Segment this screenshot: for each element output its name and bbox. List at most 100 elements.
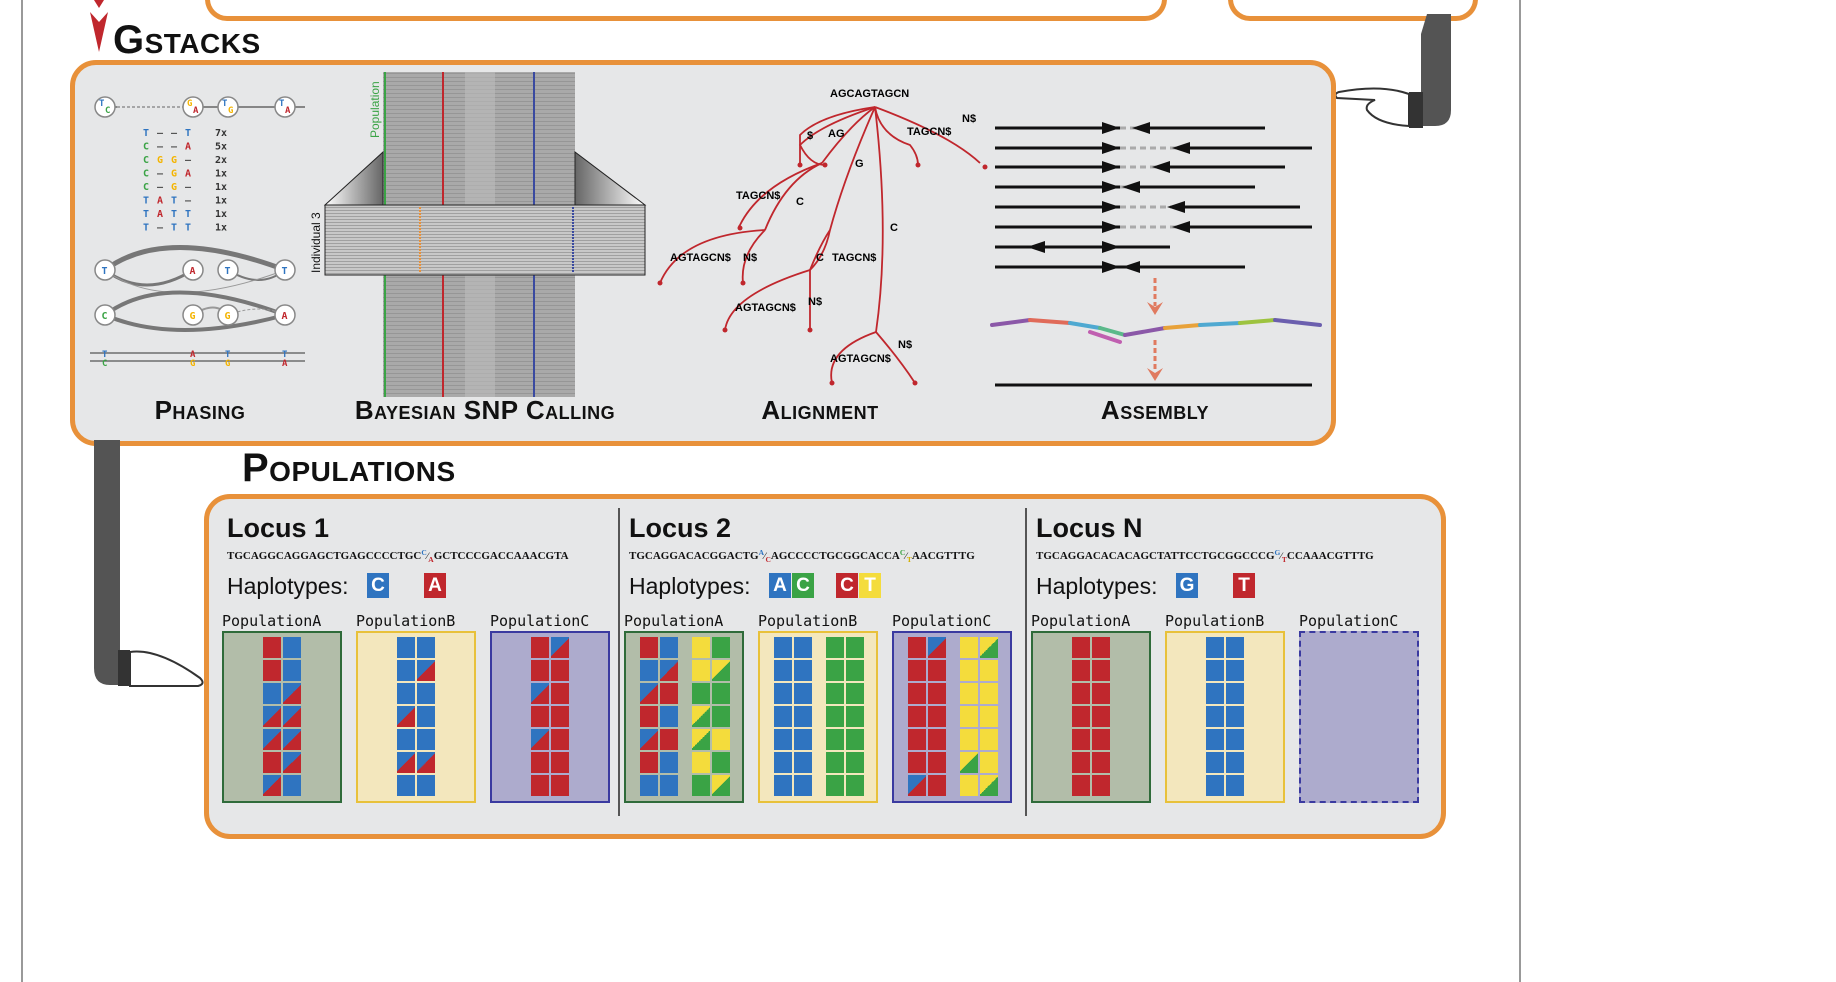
allele-cell [283,752,301,773]
allele-cell [960,752,978,773]
allele-cell [263,752,281,773]
allele-cell [980,637,998,658]
svg-text:G: G [190,359,195,369]
phasing-node [274,259,296,281]
allele-cell [794,775,812,796]
phasing-node-allele: G [190,311,196,322]
haplotype-allele: G [171,182,177,193]
svg-text:A: A [282,359,288,369]
allele-cell [1206,775,1224,796]
gstacks-title: Gstacks [113,18,261,62]
snp-calling-label: Bayesian SNP Calling [354,395,616,425]
alignment-label: Alignment [761,395,879,425]
allele-cell [1226,660,1244,681]
allele-cell [928,729,946,750]
allele-cell [1206,683,1224,704]
allele-cell [1072,706,1090,727]
haplotypes-label: Haplotypes: [1036,573,1158,599]
allele-cell [980,775,998,796]
locus-title: Locus N [1036,513,1143,543]
allele-cell [960,637,978,658]
phasing-node-allele: A [190,266,196,277]
haplotype-allele: C [143,142,149,153]
allele-cell [397,729,415,750]
haplotype-allele: A [185,142,191,153]
svg-text:T: T [222,99,228,109]
allele-cell [774,729,792,750]
haplotype-count: 2x [215,155,227,166]
allele-cell [846,775,864,796]
haplotype-count: 7x [215,128,227,139]
population-box [490,631,610,803]
phasing-node [182,304,204,326]
locus-divider [618,508,620,816]
allele-cell [846,706,864,727]
haplotype-allele: T [143,196,149,207]
haplotype-allele: T [185,209,191,220]
allele-cell [774,660,792,681]
allele-cell [660,775,678,796]
population-label: PopulationA [1031,612,1131,630]
pointing-hand-right-connector [1334,14,1451,128]
allele-cell [660,683,678,704]
snp-site: C⁄T [899,548,912,564]
allele-cell [1072,683,1090,704]
allele-cell [774,683,792,704]
allele-cell [263,660,281,681]
allele-cell [531,775,549,796]
populations-title: Populations [242,446,456,490]
top-frame-left [205,0,1167,21]
allele-cell [263,706,281,727]
allele-cell [660,637,678,658]
allele-cell [283,637,301,658]
allele-cell [551,729,569,750]
allele-cell [712,775,730,796]
allele-cell [283,706,301,727]
allele-cell [794,660,812,681]
allele-cell [826,775,844,796]
allele-cell [692,660,710,681]
allele-cell [531,660,549,681]
allele-cell [712,660,730,681]
allele-cell [826,683,844,704]
svg-text:T: T [279,99,285,109]
haplotype-count: 1x [215,196,227,207]
svg-text:N$: N$ [743,252,757,264]
allele-cell [417,683,435,704]
allele-cell [417,706,435,727]
haplotype-count: 1x [215,223,227,234]
haplotype-allele: – [157,128,164,139]
locus-title: Locus 2 [629,513,732,543]
phasing-node [94,259,116,281]
outer-right-line [1519,0,1521,982]
allele-cell [1072,775,1090,796]
snp-site: A⁄C [758,548,771,564]
allele-cell [712,752,730,773]
allele-cell [846,729,864,750]
svg-text:AGTAGCN$: AGTAGCN$ [670,252,731,264]
alignment-root: AGCAGTAGCN [830,88,909,100]
population-label: PopulationC [490,612,590,630]
haplotype-allele: G [171,169,177,180]
allele-cell [826,752,844,773]
phasing-node-allele: T [102,266,108,277]
allele-cell [1226,706,1244,727]
allele-cell [980,660,998,681]
haplotype-box: A [424,573,446,598]
allele-cell [1206,729,1224,750]
allele-cell [774,775,792,796]
allele-cell [551,660,569,681]
allele-cell [640,775,658,796]
allele-cell [1092,775,1110,796]
svg-text:G: G [228,106,233,116]
allele-cell [826,660,844,681]
allele-cell [417,752,435,773]
haplotype-allele: A [157,209,163,220]
population-label: PopulationB [1165,612,1265,630]
allele-cell [1072,752,1090,773]
allele-cell [551,775,569,796]
allele-cell [846,683,864,704]
population-box [222,631,342,803]
svg-text:TAGCN$: TAGCN$ [907,126,951,138]
